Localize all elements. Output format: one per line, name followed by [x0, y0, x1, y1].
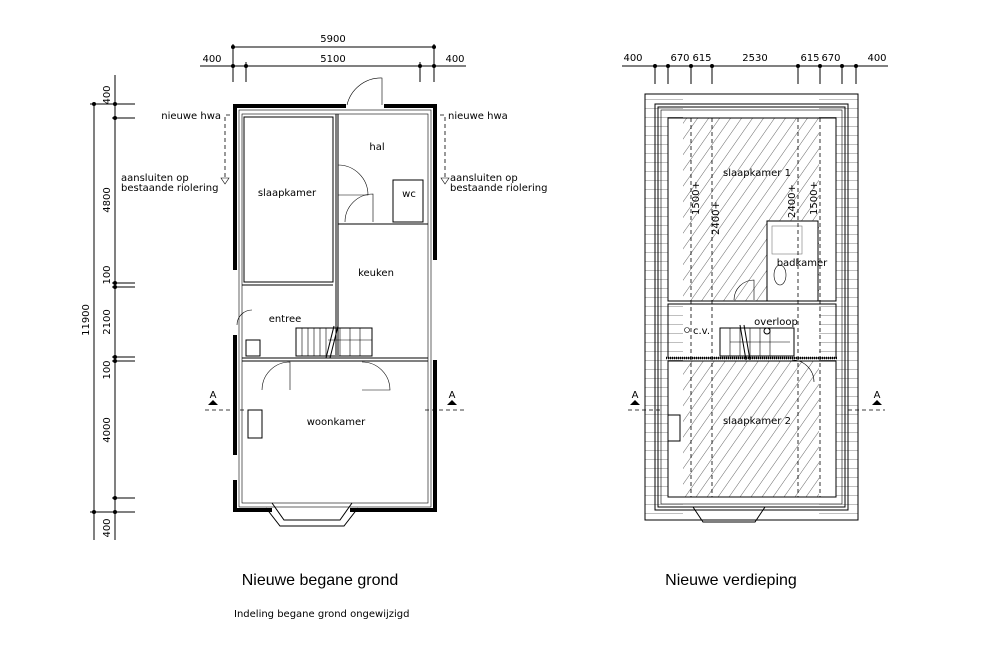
- room-keuken: keuken: [358, 268, 394, 279]
- stairs: [295, 325, 373, 359]
- walls: [233, 104, 437, 527]
- ground-floor-title: Nieuwe begane grond: [242, 572, 399, 589]
- upper-section-line-a: A A: [628, 390, 885, 411]
- room-slaapkamer-2: slaapkamer 2: [723, 416, 791, 427]
- section-mark-right: A: [449, 390, 456, 401]
- dim-seg-4: 2100: [102, 309, 113, 334]
- room-slaapkamer-1: slaapkamer 1: [723, 168, 791, 179]
- label-cv: c.v.: [693, 326, 710, 337]
- dim-seg-3: 100: [102, 265, 113, 284]
- height-label-1: 1500+: [691, 181, 702, 215]
- dim-seg-1: 400: [102, 85, 113, 104]
- upper-section-mark-left: A: [632, 390, 639, 401]
- ground-floor-plan: 5900 5100 400 400 400 4800 100 2100 100 …: [81, 34, 547, 620]
- room-woonkamer: woonkamer: [307, 417, 366, 428]
- upper-floor-plan: 400 670 615 2530 615 670 400: [622, 53, 888, 589]
- sewer-left-line2: bestaande riolering: [121, 183, 218, 194]
- dim-inner-width: 5100: [320, 54, 345, 65]
- top-dimensions: 5900 5100 400 400: [200, 34, 466, 82]
- room-slaapkamer: slaapkamer: [258, 188, 317, 199]
- upper-top-dimensions: 400 670 615 2530 615 670 400: [622, 53, 888, 84]
- dim-seg-6: 4000: [102, 417, 113, 442]
- room-overloop: overloop: [754, 317, 798, 328]
- hwa-left-label: nieuwe hwa: [161, 111, 221, 122]
- dim-total-length: 11900: [81, 304, 92, 336]
- dim-seg-7: 400: [102, 518, 113, 537]
- upper-section-mark-right: A: [874, 390, 881, 401]
- ground-floor-note: Indeling begane grond ongewijzigd: [234, 609, 410, 620]
- room-hal: hal: [369, 142, 384, 153]
- room-entree: entree: [269, 314, 302, 325]
- upper-dim-2: 670: [670, 53, 689, 64]
- drainage-annotations: nieuwe hwa nieuwe hwa aansluiten op best…: [121, 111, 547, 194]
- sewer-left-line1: aansluiten op: [121, 173, 189, 184]
- upper-dim-6: 670: [821, 53, 840, 64]
- upper-dim-4: 2530: [742, 53, 767, 64]
- hwa-right-label: nieuwe hwa: [448, 111, 508, 122]
- roof-and-walls: [644, 93, 859, 523]
- sewer-right-line1: aansluiten op: [450, 173, 518, 184]
- side-dimensions: 400 4800 100 2100 100 4000 400 11900: [81, 75, 135, 540]
- upper-dim-7: 400: [867, 53, 886, 64]
- doors: [236, 77, 391, 391]
- room-wc: wc: [402, 189, 416, 200]
- dim-right: 400: [445, 54, 464, 65]
- height-label-2: 2400+: [711, 201, 722, 235]
- dim-seg-5: 100: [102, 360, 113, 379]
- section-mark-left: A: [210, 390, 217, 401]
- height-label-4: 1500+: [809, 181, 820, 215]
- upper-dim-1: 400: [623, 53, 642, 64]
- dim-total-width: 5900: [320, 34, 345, 45]
- room-badkamer: badkamer: [777, 258, 828, 269]
- upper-stairs: [684, 324, 795, 361]
- dim-left: 400: [202, 54, 221, 65]
- upper-dim-3: 615: [692, 53, 711, 64]
- dim-seg-2: 4800: [102, 187, 113, 212]
- upper-floor-title: Nieuwe verdieping: [665, 572, 797, 589]
- section-line-a: A A: [205, 390, 465, 411]
- sewer-right-line2: bestaande riolering: [450, 183, 547, 194]
- upper-dim-5: 615: [800, 53, 819, 64]
- height-label-3: 2400+: [787, 184, 798, 218]
